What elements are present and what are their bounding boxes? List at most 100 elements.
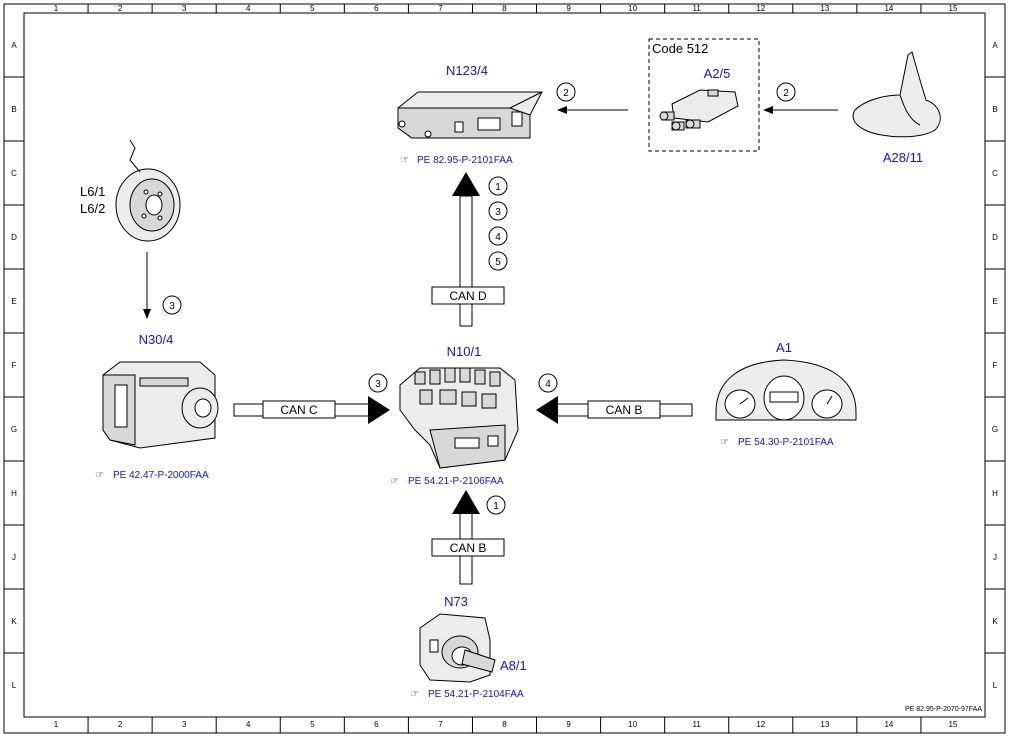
grid-column-label: 3 bbox=[182, 720, 187, 729]
grid-column-label: 11 bbox=[693, 4, 702, 13]
grid-row-label: G bbox=[11, 425, 17, 434]
grid-column-label: 12 bbox=[756, 720, 765, 729]
grid-row-label: B bbox=[992, 105, 997, 114]
hand-pointer-icon: ☞ bbox=[390, 476, 399, 487]
grid-row-label: E bbox=[11, 297, 16, 306]
grid-row-label: F bbox=[993, 361, 998, 370]
document-code: PE 82.95-P-2070-97FAA bbox=[905, 706, 982, 713]
grid-row-label: E bbox=[992, 297, 997, 306]
n30-4-reference[interactable]: ☞ PE 42.47-P-2000FAA bbox=[95, 470, 209, 481]
svg-text:2: 2 bbox=[563, 88, 569, 99]
grid-column-label: 9 bbox=[566, 4, 571, 13]
n10-1-ref-text: PE 54.21-P-2106FAA bbox=[408, 476, 504, 487]
grid-row-label: B bbox=[11, 105, 16, 114]
n73-ignition-switch[interactable]: N73 A8/1 bbox=[419, 594, 527, 683]
grid-column-label: 8 bbox=[502, 4, 507, 13]
grid-row-label: A bbox=[992, 41, 998, 50]
svg-text:4: 4 bbox=[545, 379, 551, 390]
a28-11-antenna[interactable]: A28/11 bbox=[852, 51, 941, 165]
a1-ref-text: PE 54.30-P-2101FAA bbox=[738, 437, 834, 448]
l6-rpm-sensor[interactable]: L6/1 L6/2 bbox=[80, 139, 181, 242]
can-c-label: CAN C bbox=[280, 403, 318, 417]
grid-row-label: J bbox=[12, 553, 16, 562]
signal-number: 1 bbox=[495, 182, 501, 193]
l6-1-label: L6/1 bbox=[80, 184, 105, 199]
grid-column-label: 6 bbox=[374, 4, 379, 13]
n30-4-esp-unit[interactable]: N30/4 bbox=[102, 332, 219, 449]
grid-column-label: 15 bbox=[949, 4, 958, 13]
drawing-frame: 1122334455667788991010111112121313141415… bbox=[3, 3, 1006, 734]
grid-row-label: G bbox=[992, 425, 998, 434]
grid-column-label: 3 bbox=[182, 4, 187, 13]
n10-1-reference[interactable]: ☞ PE 54.21-P-2106FAA bbox=[390, 476, 504, 487]
grid-row-label: D bbox=[992, 233, 998, 242]
grid-row-label: H bbox=[11, 489, 17, 498]
grid-row-label: C bbox=[992, 169, 998, 178]
grid-row-label: A bbox=[11, 41, 17, 50]
grid-column-label: 12 bbox=[756, 4, 765, 13]
grid-column-label: 2 bbox=[118, 720, 123, 729]
n123-4-ref-text: PE 82.95-P-2101FAA bbox=[417, 155, 513, 166]
grid-column-label: 10 bbox=[628, 4, 637, 13]
grid-column-label: 4 bbox=[246, 720, 251, 729]
grid-row-label: D bbox=[11, 233, 17, 242]
n30-4-ref-text: PE 42.47-P-2000FAA bbox=[113, 470, 209, 481]
svg-text:1: 1 bbox=[493, 501, 499, 512]
grid-column-label: 8 bbox=[502, 720, 507, 729]
a28-11-label: A28/11 bbox=[883, 150, 923, 165]
n30-4-label: N30/4 bbox=[139, 332, 174, 347]
signal-number-circle bbox=[488, 226, 508, 246]
grid-column-label: 14 bbox=[884, 720, 893, 729]
can-b-right-label: CAN B bbox=[606, 403, 643, 417]
n73-reference[interactable]: ☞ PE 54.21-P-2104FAA bbox=[410, 689, 524, 700]
grid-column-label: 15 bbox=[949, 720, 958, 729]
can-b-bottom-label: CAN B bbox=[450, 541, 487, 555]
a8-1-label: A8/1 bbox=[500, 658, 527, 673]
signal-number-circle bbox=[488, 176, 508, 196]
signal-a2-to-n123: 2 bbox=[556, 82, 628, 114]
grid-column-label: 1 bbox=[54, 720, 59, 729]
signal-number: 5 bbox=[495, 257, 501, 268]
grid-column-label: 5 bbox=[310, 4, 315, 13]
n10-1-sam-module[interactable]: N10/1 bbox=[399, 344, 519, 469]
signal-l6-to-n30: 3 bbox=[143, 252, 182, 319]
a2-5-label: A2/5 bbox=[704, 66, 731, 81]
svg-text:3: 3 bbox=[169, 301, 175, 312]
a1-label: A1 bbox=[776, 340, 792, 355]
code-512-label: Code 512 bbox=[652, 41, 708, 56]
grid-row-label: L bbox=[993, 681, 998, 690]
a1-instrument-cluster[interactable]: A1 bbox=[715, 340, 857, 421]
signal-a28-to-a2: 2 bbox=[763, 82, 838, 114]
n123-4-reference[interactable]: ☞ PE 82.95-P-2101FAA bbox=[400, 155, 513, 166]
grid-column-label: 6 bbox=[374, 720, 379, 729]
grid-row-label: K bbox=[11, 617, 17, 626]
n73-ref-text: PE 54.21-P-2104FAA bbox=[428, 689, 524, 700]
l6-2-label: L6/2 bbox=[80, 201, 105, 216]
grid-column-label: 11 bbox=[693, 720, 702, 729]
can-b-right-bus: CAN B 4 bbox=[536, 373, 693, 424]
n123-4-control-unit[interactable]: N123/4 bbox=[397, 63, 543, 139]
grid-row-label: C bbox=[11, 169, 17, 178]
signal-number: 4 bbox=[495, 232, 501, 243]
grid-row-label: J bbox=[993, 553, 997, 562]
a2-5-component[interactable]: Code 512 A2/5 bbox=[648, 38, 760, 152]
grid-column-label: 9 bbox=[566, 720, 571, 729]
grid-row-label: K bbox=[992, 617, 998, 626]
grid-column-label: 7 bbox=[438, 720, 443, 729]
grid-column-label: 14 bbox=[884, 4, 893, 13]
a1-reference[interactable]: ☞ PE 54.30-P-2101FAA bbox=[720, 437, 834, 448]
grid-row-label: F bbox=[12, 361, 17, 370]
hand-pointer-icon: ☞ bbox=[720, 437, 729, 448]
can-d-label: CAN D bbox=[449, 289, 487, 303]
svg-text:2: 2 bbox=[783, 88, 789, 99]
grid-column-label: 5 bbox=[310, 720, 315, 729]
grid-column-label: 1 bbox=[54, 4, 59, 13]
svg-text:3: 3 bbox=[375, 379, 381, 390]
can-b-bottom-bus: CAN B 1 bbox=[431, 490, 506, 585]
n123-4-label: N123/4 bbox=[446, 63, 488, 78]
grid-column-label: 2 bbox=[118, 4, 123, 13]
grid-column-label: 7 bbox=[438, 4, 443, 13]
hand-pointer-icon: ☞ bbox=[410, 689, 419, 700]
